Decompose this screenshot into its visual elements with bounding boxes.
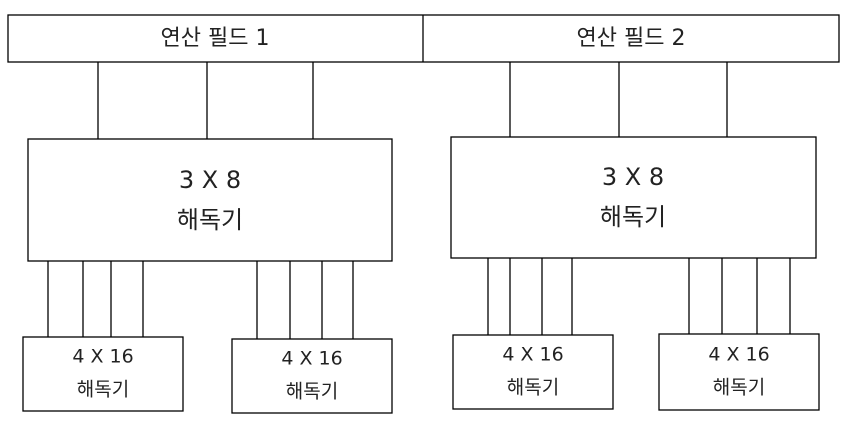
decoder-4x16-2: 4 X 16 해독기 xyxy=(231,338,393,414)
decoder-size-label: 3 X 8 xyxy=(602,163,664,191)
decoder-4x16-box xyxy=(452,334,614,410)
decoder-name-label: 해독기 xyxy=(77,379,129,401)
decoder-4x16-box xyxy=(231,338,393,414)
decoder-to-decoder-wires xyxy=(47,258,791,339)
decoder-name-label: 해독기 xyxy=(713,377,765,399)
decoder-4x16-4: 4 X 16 해독기 xyxy=(658,333,820,411)
operation-field-2-label: 연산 필드 2 xyxy=(577,26,686,51)
decoder-4x16-3: 4 X 16 해독기 xyxy=(452,334,614,410)
decoder-3x8-right: 3 X 8 해독기 xyxy=(450,136,817,259)
decoder-3x8-left: 3 X 8 해독기 xyxy=(27,138,393,262)
decoder-name-label: 해독기 xyxy=(507,377,559,399)
decoder-4x16-box xyxy=(658,333,820,411)
field-to-decoder-wires xyxy=(97,62,728,139)
operation-field-1-label: 연산 필드 1 xyxy=(161,26,270,51)
operation-field-bar: 연산 필드 1 연산 필드 2 xyxy=(7,14,840,63)
decoder-size-label: 4 X 16 xyxy=(502,344,563,366)
decoder-3x8-box xyxy=(27,138,393,262)
decoder-4x16-box xyxy=(22,336,184,412)
decoder-size-label: 4 X 16 xyxy=(281,348,342,370)
decoder-3x8-box xyxy=(450,136,817,259)
decoder-size-label: 4 X 16 xyxy=(72,346,133,368)
decoder-name-label: 해독기 xyxy=(600,203,666,231)
decoder-size-label: 3 X 8 xyxy=(179,166,241,194)
decoder-name-label: 해독기 xyxy=(177,206,243,234)
decoder-size-label: 4 X 16 xyxy=(708,344,769,366)
decoder-name-label: 해독기 xyxy=(286,381,338,403)
decoder-4x16-1: 4 X 16 해독기 xyxy=(22,336,184,412)
